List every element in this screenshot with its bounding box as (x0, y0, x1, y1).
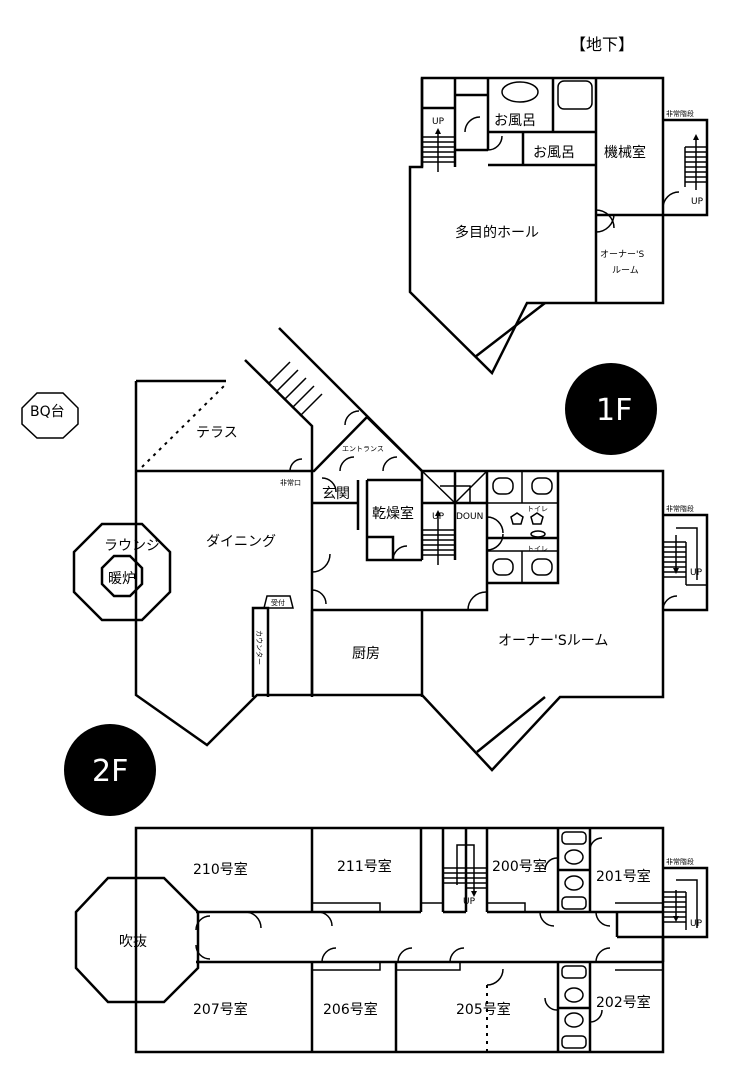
up-label: UP (690, 568, 703, 578)
toilet-label: トイレ (527, 545, 548, 553)
basement-title: 【地下】 (570, 35, 634, 54)
fireplace-octagon (100, 554, 144, 598)
room-label-hall: 多目的ホール (455, 224, 539, 241)
up-label: UP (463, 897, 476, 907)
bathtub-icon (557, 80, 593, 110)
room-label-201: 201号室 (596, 868, 651, 885)
floor-badge (64, 724, 156, 816)
floor-badge-label: 2F (92, 754, 128, 789)
up-label: UP (691, 197, 704, 207)
up-label: UP (432, 117, 445, 127)
room-label-202: 202号室 (596, 994, 651, 1011)
room-label-kitchen: 厨房 (352, 646, 380, 662)
basement-stairs-left (422, 128, 455, 172)
room-label-bath: お風呂 (533, 145, 575, 161)
emergency-stairs-label: 非常階段 (666, 857, 694, 866)
basement-stairs-right (684, 134, 707, 190)
room-label-bath: お風呂 (494, 113, 536, 129)
room-label-atrium: 吹抜 (119, 934, 147, 950)
room-label-206: 206号室 (323, 1001, 378, 1018)
lounge-octagon (72, 522, 172, 622)
toilet-icons (561, 831, 587, 1049)
room-label-207: 207号室 (193, 1001, 248, 1018)
up-label: UP (690, 919, 703, 929)
bathtub-icon (501, 81, 539, 103)
up-label: UP (432, 512, 445, 522)
emergency-exit-label: 非常口 (280, 478, 301, 487)
toilet-label: トイレ (527, 505, 548, 513)
bbq-stand (21, 392, 79, 439)
counter-label: カウンター (255, 630, 264, 665)
door-icon (289, 410, 678, 611)
fireplace-label: 暖炉 (108, 571, 136, 587)
room-label-terrace: テラス (196, 425, 238, 441)
room-label-genkan: 玄関 (322, 485, 350, 502)
room-label-drying: 乾燥室 (372, 505, 414, 522)
down-label: DOUN (456, 512, 483, 522)
basement-plan: 【地下】 UP お風呂 お風呂 機械室 非常階段 UP 多目的ホール オーナー'… (408, 35, 709, 376)
room-label-owner: ルーム (612, 265, 639, 276)
floor-badge (565, 363, 657, 455)
door-icon (195, 837, 611, 1023)
room-label-205: 205号室 (456, 1001, 511, 1018)
room-label-lounge: ラウンジ (104, 538, 160, 554)
room-label-200: 200号室 (492, 858, 547, 875)
toilet-icons (492, 477, 553, 576)
room-label-211: 211号室 (337, 858, 392, 875)
door-icon (464, 116, 680, 233)
room-label-210: 210号室 (193, 861, 248, 878)
floor1-plan: 1F BQ台 テラス エントランス 非常口 UP DOUN トイレ トイレ 玄関… (21, 327, 709, 772)
atrium-octagon (74, 876, 200, 1004)
reception-label: 受付 (271, 598, 285, 607)
room-label-machine: 機械室 (604, 144, 646, 161)
room-label-entrance: エントランス (342, 445, 384, 453)
emergency-stairs-label: 非常階段 (666, 109, 694, 118)
floor-badge-label: 1F (596, 393, 632, 428)
emergency-stairs-label: 非常階段 (666, 504, 694, 513)
bbq-label: BQ台 (30, 404, 65, 420)
room-label-owner: オーナー'Sルーム (498, 633, 608, 649)
reception-desk (263, 595, 294, 609)
floor2-plan: 2F 吹抜 非常階段 UP UP 210号室 211号室 200号室 201号室… (64, 724, 709, 1054)
room-label-owner: オーナー'S (600, 249, 644, 260)
room-label-dining: ダイニング (206, 534, 276, 550)
